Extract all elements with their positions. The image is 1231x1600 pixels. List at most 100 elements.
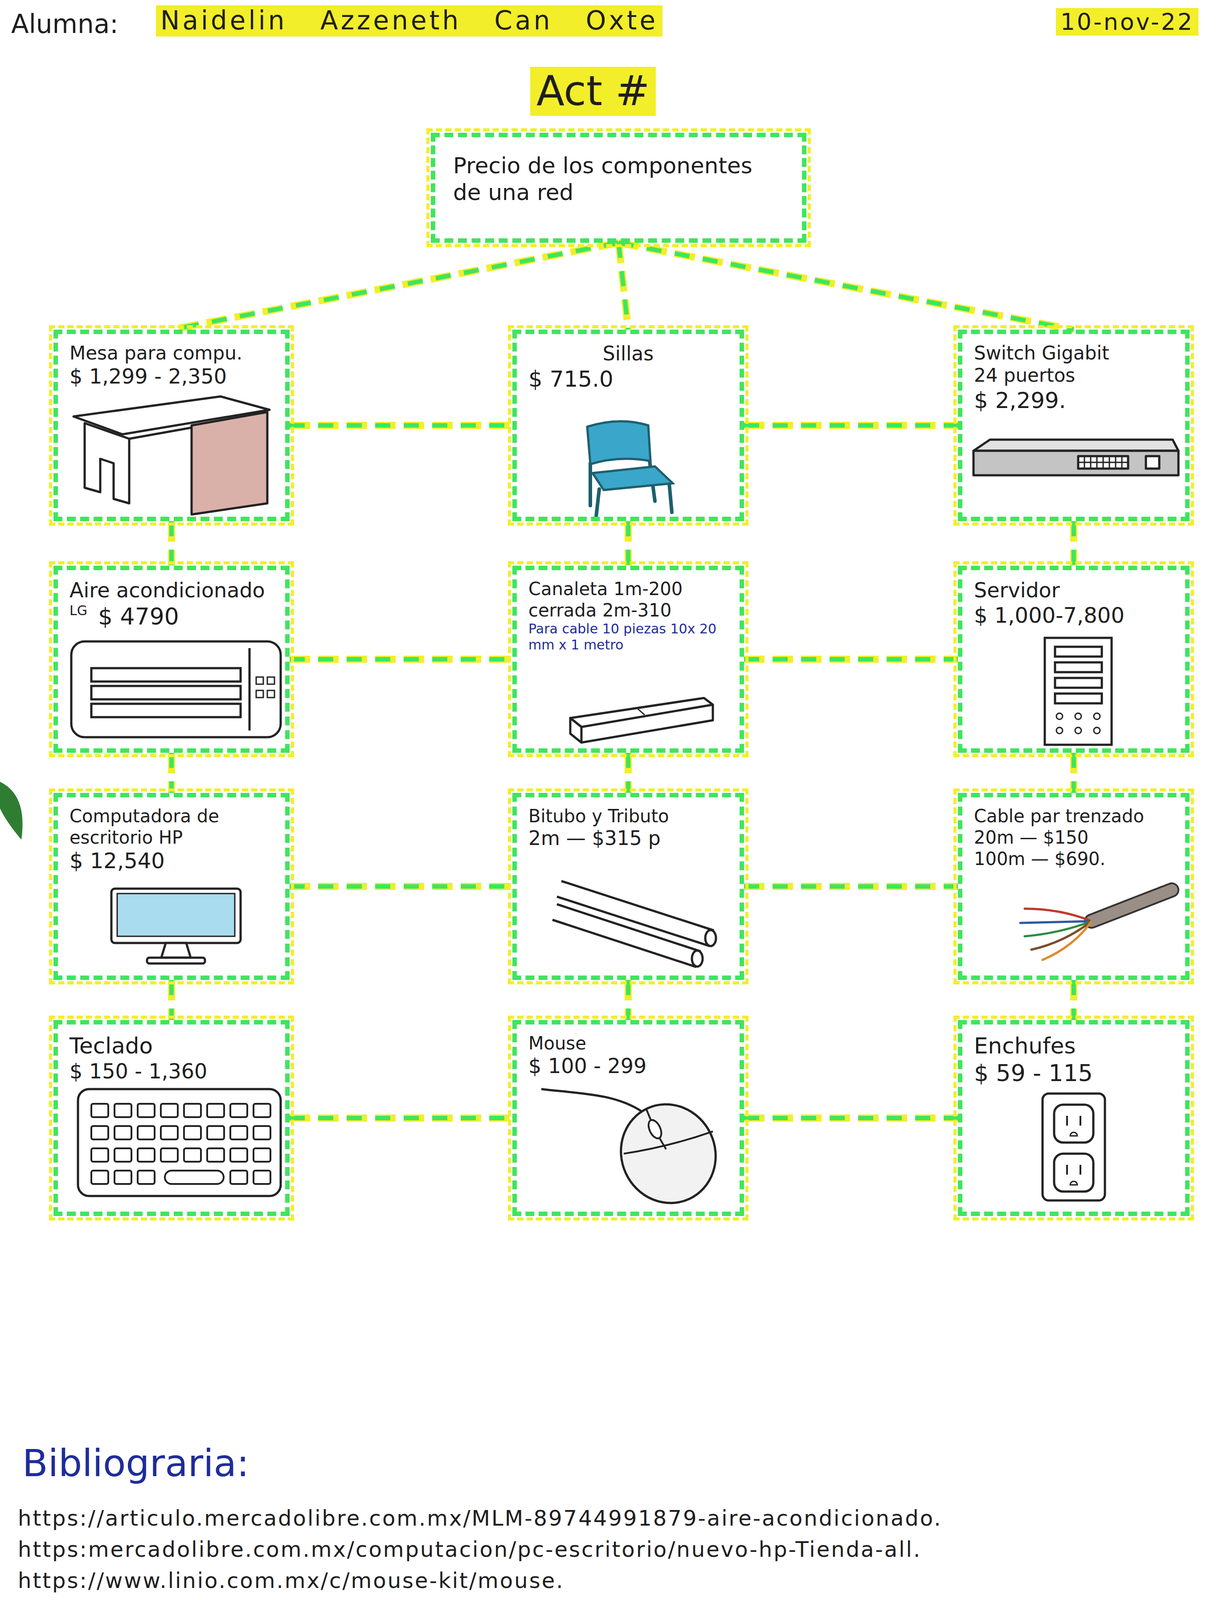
- twisted-cable-drawing-part: [1042, 921, 1092, 961]
- component-price: 100m — $690.: [973, 848, 1174, 870]
- text-line: Mouse: [528, 1032, 728, 1055]
- text-line: Bitubo y Tributo: [528, 805, 728, 827]
- switch-drawing-part: [1145, 456, 1160, 469]
- page-title: Act #: [530, 66, 656, 116]
- component-box: Bitubo y Tributo2m — $315 p: [512, 793, 745, 981]
- tubes-drawing: [552, 881, 716, 967]
- outlet-drawing-part: [1054, 1153, 1094, 1192]
- connector-highlight: [618, 242, 1075, 330]
- twisted-cable-drawing: [1020, 890, 1172, 961]
- dashed-connector: [618, 242, 1075, 330]
- component-box: Switch Gigabit24 puertos$ 2,299.: [957, 329, 1190, 522]
- mouse-drawing-part: [623, 1131, 713, 1154]
- dashed-connector: [628, 521, 629, 566]
- text-line: $ 59 - 115: [973, 1059, 1174, 1088]
- dashed-connector: [289, 425, 513, 426]
- connector-line: [169, 752, 174, 794]
- connector-line: [744, 884, 958, 889]
- keyboard-drawing-part: [89, 1100, 275, 1168]
- dashed-connector: [628, 752, 629, 794]
- connector-highlight: [1070, 980, 1078, 1021]
- air-conditioner-drawing: [71, 641, 281, 738]
- text-line: $ 715.0: [528, 365, 728, 393]
- connector-line: [289, 423, 513, 428]
- keyboard-drawing-part: [228, 1167, 275, 1190]
- air-conditioner-drawing-part: [91, 668, 241, 682]
- reference-url: https://articulo.mercadolibre.com.mx/MLM…: [17, 1505, 943, 1532]
- component-name: Switch Gigabit: [973, 342, 1174, 365]
- text-line: Servidor: [973, 578, 1174, 603]
- chair-drawing-part: [596, 489, 600, 517]
- server-drawing-part: [1056, 727, 1063, 734]
- dashed-connector: [628, 980, 629, 1021]
- component-name: Sillas: [528, 342, 728, 366]
- connector-line: [289, 657, 513, 662]
- text-line: Precio de los componentes de una red: [453, 152, 785, 206]
- server-drawing-part: [1075, 727, 1082, 734]
- component-box: Cable par trenzado20m — $150100m — $690.: [957, 793, 1190, 981]
- connector-line: [744, 423, 958, 428]
- monitor-drawing: [111, 888, 241, 964]
- connector-highlight: [167, 980, 176, 1021]
- connector-highlight: [289, 883, 513, 891]
- chair-drawing-part: [592, 466, 673, 491]
- component-name: Bitubo y Tributo: [528, 805, 728, 827]
- root-box: Precio de los componentes de una red: [430, 132, 807, 243]
- keyboard-drawing-part: [89, 1167, 159, 1190]
- connector-highlight: [1070, 521, 1078, 566]
- connector-line: [625, 521, 631, 566]
- chair-drawing-part: [587, 421, 651, 465]
- bibliography-heading: Bibliograria:: [22, 1441, 250, 1487]
- component-name: Servidor: [973, 578, 1174, 603]
- outlet-drawing-part: [1042, 1093, 1105, 1201]
- connector-highlight: [624, 521, 632, 566]
- dashed-connector: [171, 242, 619, 330]
- air-conditioner-drawing-part: [91, 686, 241, 700]
- air-conditioner-drawing-part: [71, 641, 281, 738]
- connector-line: [1071, 980, 1076, 1021]
- dashed-connector: [171, 752, 172, 794]
- chair-drawing-part: [588, 463, 593, 506]
- desk-drawing-part: [73, 396, 270, 435]
- connector-line: [744, 657, 958, 662]
- outlet-drawing-part: [1070, 1181, 1078, 1186]
- dashed-connector: [744, 1118, 958, 1119]
- server-drawing-part: [1093, 727, 1101, 734]
- twisted-cable-drawing-part: [1020, 921, 1092, 924]
- reference-url: https:mercadolibre.com.mx/computacion/pc…: [17, 1537, 922, 1563]
- server-drawing-part: [1044, 637, 1112, 745]
- outlet-drawing-part: [1070, 1132, 1078, 1137]
- dashed-connector: [744, 425, 958, 426]
- dashed-connector: [171, 521, 172, 566]
- component-price: $ 1,000-7,800: [973, 602, 1174, 629]
- dashed-connector: [289, 1118, 513, 1119]
- cable-channel-drawing-part: [637, 708, 645, 716]
- component-price: cerrada 2m-310: [528, 599, 728, 622]
- keyboard-drawing: [77, 1089, 281, 1197]
- text-line: 20m — $150: [973, 826, 1174, 849]
- mouse-drawing: [541, 1088, 732, 1219]
- leaf: [0, 781, 23, 840]
- dashed-connector: [1073, 980, 1075, 1021]
- desk-drawing: [73, 396, 270, 515]
- switch-drawing-part: [1078, 456, 1129, 469]
- component-name: Enchufes: [973, 1032, 1174, 1060]
- connector-highlight: [289, 655, 513, 663]
- text-line: $ 1,000-7,800: [973, 602, 1174, 629]
- connector-highlight: [289, 1114, 513, 1122]
- air-conditioner-drawing-part: [256, 677, 264, 685]
- component-price: 20m — $150: [973, 826, 1174, 849]
- text-line: Enchufes: [973, 1032, 1174, 1060]
- component-price: $ 12,540: [69, 848, 274, 875]
- text-line: $ 100 - 299: [528, 1054, 728, 1079]
- component-name: Precio de los componentes de una red: [453, 152, 785, 206]
- connector-highlight: [744, 883, 958, 891]
- text-line: Switch Gigabit: [973, 342, 1174, 365]
- dashed-connector: [289, 659, 513, 660]
- component-name: Mesa para compu.: [69, 342, 274, 365]
- text-line: 2m — $315 p: [528, 826, 728, 851]
- reference-url: https://www.linio.com.mx/c/mouse-kit/mou…: [17, 1568, 565, 1595]
- text-line: 100m — $690.: [973, 848, 1174, 870]
- connector-line: [618, 242, 1075, 330]
